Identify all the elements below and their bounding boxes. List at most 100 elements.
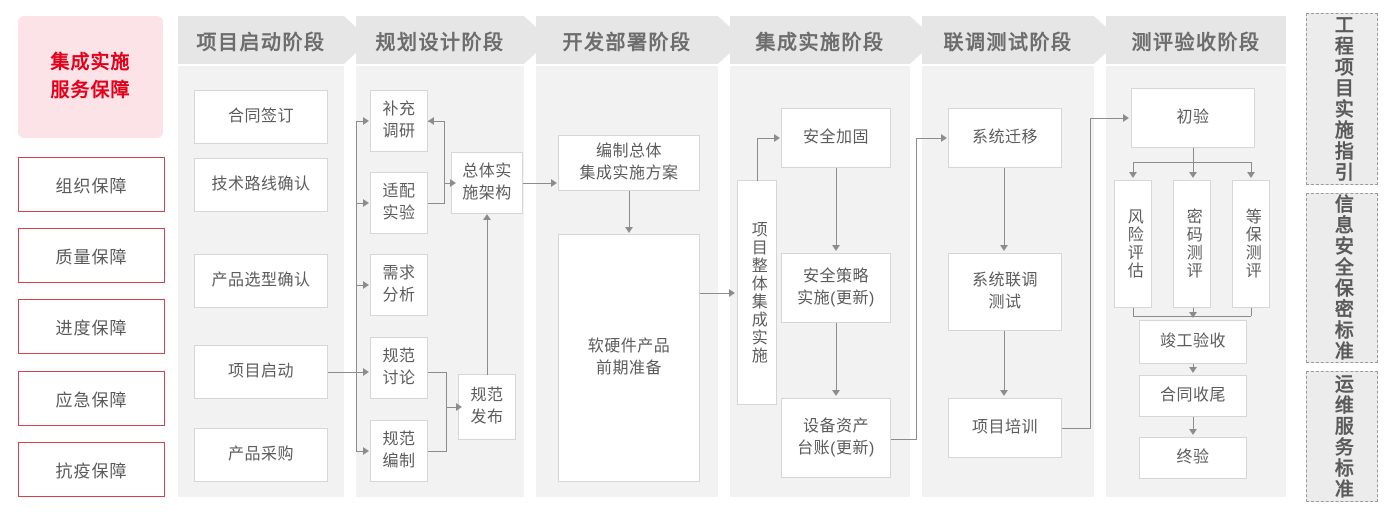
conn-ledger-to-migration <box>916 138 942 139</box>
node-product-procurement[interactable]: 产品采购 <box>194 428 328 482</box>
node-overall-integration-plan-l2: 集成实施方案 <box>579 165 679 182</box>
standard-label-ops-standard: 运维服务标准 <box>1331 373 1353 500</box>
standard-box-security-standard[interactable]: 信息安全保密标准 <box>1306 193 1378 363</box>
phase-header-2-label: 开发部署阶段 <box>562 31 692 54</box>
guarantee-header-line2: 服务保障 <box>50 80 131 101</box>
node-risk-assessment[interactable]: 风险评估 <box>1114 180 1152 308</box>
node-system-joint-test[interactable]: 系统联调测试 <box>948 253 1062 331</box>
conn-spec-merge-v <box>446 372 447 452</box>
node-adaptation-experiment-l2: 实验 <box>382 205 416 222</box>
phase-header-1-label: 规划设计阶段 <box>375 31 505 54</box>
conn-ledger-right <box>891 439 916 440</box>
node-preliminary-acceptance[interactable]: 初验 <box>1131 88 1255 148</box>
node-overall-project-integration[interactable]: 项目整体集成实施 <box>737 180 777 405</box>
conn-risk-down <box>1133 308 1134 316</box>
arrow-to-spec-discussion <box>363 368 369 376</box>
node-overall-impl-architecture[interactable]: 总体实施架构 <box>451 152 523 214</box>
conn-plan-to-preparation <box>629 191 630 228</box>
node-completion-acceptance[interactable]: 竣工验收 <box>1139 320 1247 364</box>
standard-box-ops-standard[interactable]: 运维服务标准 <box>1306 371 1378 502</box>
conn-fan-mlps <box>1251 162 1252 174</box>
conn-closeout-to-final <box>1193 417 1194 429</box>
node-hw-sw-preparation[interactable]: 软硬件产品前期准备 <box>558 234 700 482</box>
standard-box-engineering-guide[interactable]: 工程项目实施指引 <box>1306 13 1378 185</box>
phase-header-5[interactable]: 测评验收阶段 <box>1106 16 1286 64</box>
node-contract-signing[interactable]: 合同签订 <box>194 90 328 144</box>
node-overall-impl-architecture-l2: 施架构 <box>462 185 512 202</box>
guarantee-header-line1: 集成实施 <box>50 52 131 74</box>
arrow-to-project-integration <box>729 289 735 297</box>
arrow-to-risk-assessment <box>1129 172 1137 178</box>
node-supplementary-research[interactable]: 补充调研 <box>370 90 428 152</box>
arrow-to-completion-acceptance <box>1189 312 1197 318</box>
node-supplementary-research-l2: 调研 <box>382 123 416 140</box>
phase-header-3[interactable]: 集成实施阶段 <box>730 16 910 64</box>
conn-training-up <box>1090 118 1091 429</box>
arrow-to-mlps-evaluation <box>1247 172 1255 178</box>
node-spec-discussion-l2: 讨论 <box>382 370 416 387</box>
node-contract-closeout[interactable]: 合同收尾 <box>1139 375 1247 417</box>
node-overall-impl-architecture-l1: 总体实 <box>462 163 512 181</box>
conn-joint-test-to-training <box>1004 331 1005 390</box>
arrow-into-supplementary-research <box>428 117 434 125</box>
node-crypto-evaluation[interactable]: 密码测评 <box>1173 180 1211 308</box>
conn-research-merge-h <box>428 121 444 122</box>
guarantee-item-2[interactable]: 进度保障 <box>18 299 165 354</box>
node-tech-route-confirm[interactable]: 技术路线确认 <box>194 158 328 212</box>
node-spec-release-l2: 发布 <box>470 409 504 426</box>
arrow-up-to-overall-architecture <box>483 214 491 220</box>
arrow-to-hw-sw-preparation <box>625 227 633 233</box>
node-final-acceptance[interactable]: 终验 <box>1139 437 1247 479</box>
node-security-hardening[interactable]: 安全加固 <box>781 108 891 168</box>
node-security-policy-impl-l1: 安全策略 <box>802 268 869 286</box>
guarantee-item-3[interactable]: 应急保障 <box>18 371 165 426</box>
arrow-to-security-hardening <box>774 134 780 142</box>
phase-header-1[interactable]: 规划设计阶段 <box>356 16 524 64</box>
guarantee-item-0[interactable]: 组织保障 <box>18 157 165 212</box>
conn-training-right <box>1062 428 1090 429</box>
guarantee-item-1[interactable]: 质量保障 <box>18 228 165 283</box>
node-asset-ledger-update-l1: 设备资产 <box>802 418 869 436</box>
arrow-to-asset-ledger <box>832 390 840 396</box>
node-overall-integration-plan[interactable]: 编制总体集成实施方案 <box>558 135 700 191</box>
phase-header-2[interactable]: 开发部署阶段 <box>536 16 718 64</box>
conn-kickoff-trunk-h <box>328 372 356 373</box>
node-adaptation-experiment-l1: 适配 <box>382 183 416 201</box>
phase-header-0[interactable]: 项目启动阶段 <box>178 16 344 64</box>
conn-preliminary-fan <box>1133 162 1251 163</box>
conn-hardening-to-policy <box>836 168 837 245</box>
phase-header-4[interactable]: 联调测试阶段 <box>922 16 1094 64</box>
node-spec-drafting[interactable]: 规范编制 <box>370 420 428 482</box>
node-project-kickoff[interactable]: 项目启动 <box>194 345 328 399</box>
node-adaptation-experiment[interactable]: 适配实验 <box>370 172 428 234</box>
arrow-to-spec-release <box>456 403 462 411</box>
node-security-policy-impl[interactable]: 安全策略实施(更新) <box>781 253 891 323</box>
conn-preliminary-down <box>1193 148 1194 162</box>
phase-header-4-label: 联调测试阶段 <box>943 31 1073 54</box>
conn-integration-to-hardening <box>757 138 775 139</box>
node-requirement-analysis[interactable]: 需求分析 <box>370 254 428 316</box>
guarantee-item-4[interactable]: 抗疫保障 <box>18 442 165 497</box>
node-asset-ledger-update[interactable]: 设备资产台账(更新) <box>781 398 891 478</box>
node-product-selection[interactable]: 产品选型确认 <box>194 254 328 308</box>
conn-research-merge-v <box>444 121 445 204</box>
arrow-to-contract-closeout <box>1189 367 1197 373</box>
standard-label-engineering-guide: 工程项目实施指引 <box>1331 15 1353 183</box>
node-asset-ledger-update-l2: 台账(更新) <box>797 440 875 457</box>
arrow-to-security-policy <box>832 245 840 251</box>
node-spec-discussion[interactable]: 规范讨论 <box>370 337 428 399</box>
arrow-to-crypto-evaluation <box>1189 172 1197 178</box>
node-project-training[interactable]: 项目培训 <box>948 398 1062 458</box>
conn-to-spec-drafting <box>356 451 364 452</box>
phase-header-0-label: 项目启动阶段 <box>196 31 326 54</box>
conn-fan-crypto <box>1193 162 1194 174</box>
conn-migration-to-joint-test <box>1004 168 1005 245</box>
node-spec-release[interactable]: 规范发布 <box>458 374 516 440</box>
node-security-policy-impl-l2: 实施(更新) <box>797 290 875 307</box>
arrow-to-preliminary-acceptance <box>1123 114 1129 122</box>
phase-header-3-label: 集成实施阶段 <box>755 31 885 54</box>
node-system-migration[interactable]: 系统迁移 <box>948 108 1062 168</box>
conn-adaptation-merge-h <box>428 203 444 204</box>
node-mlps-evaluation[interactable]: 等保测评 <box>1232 180 1270 308</box>
